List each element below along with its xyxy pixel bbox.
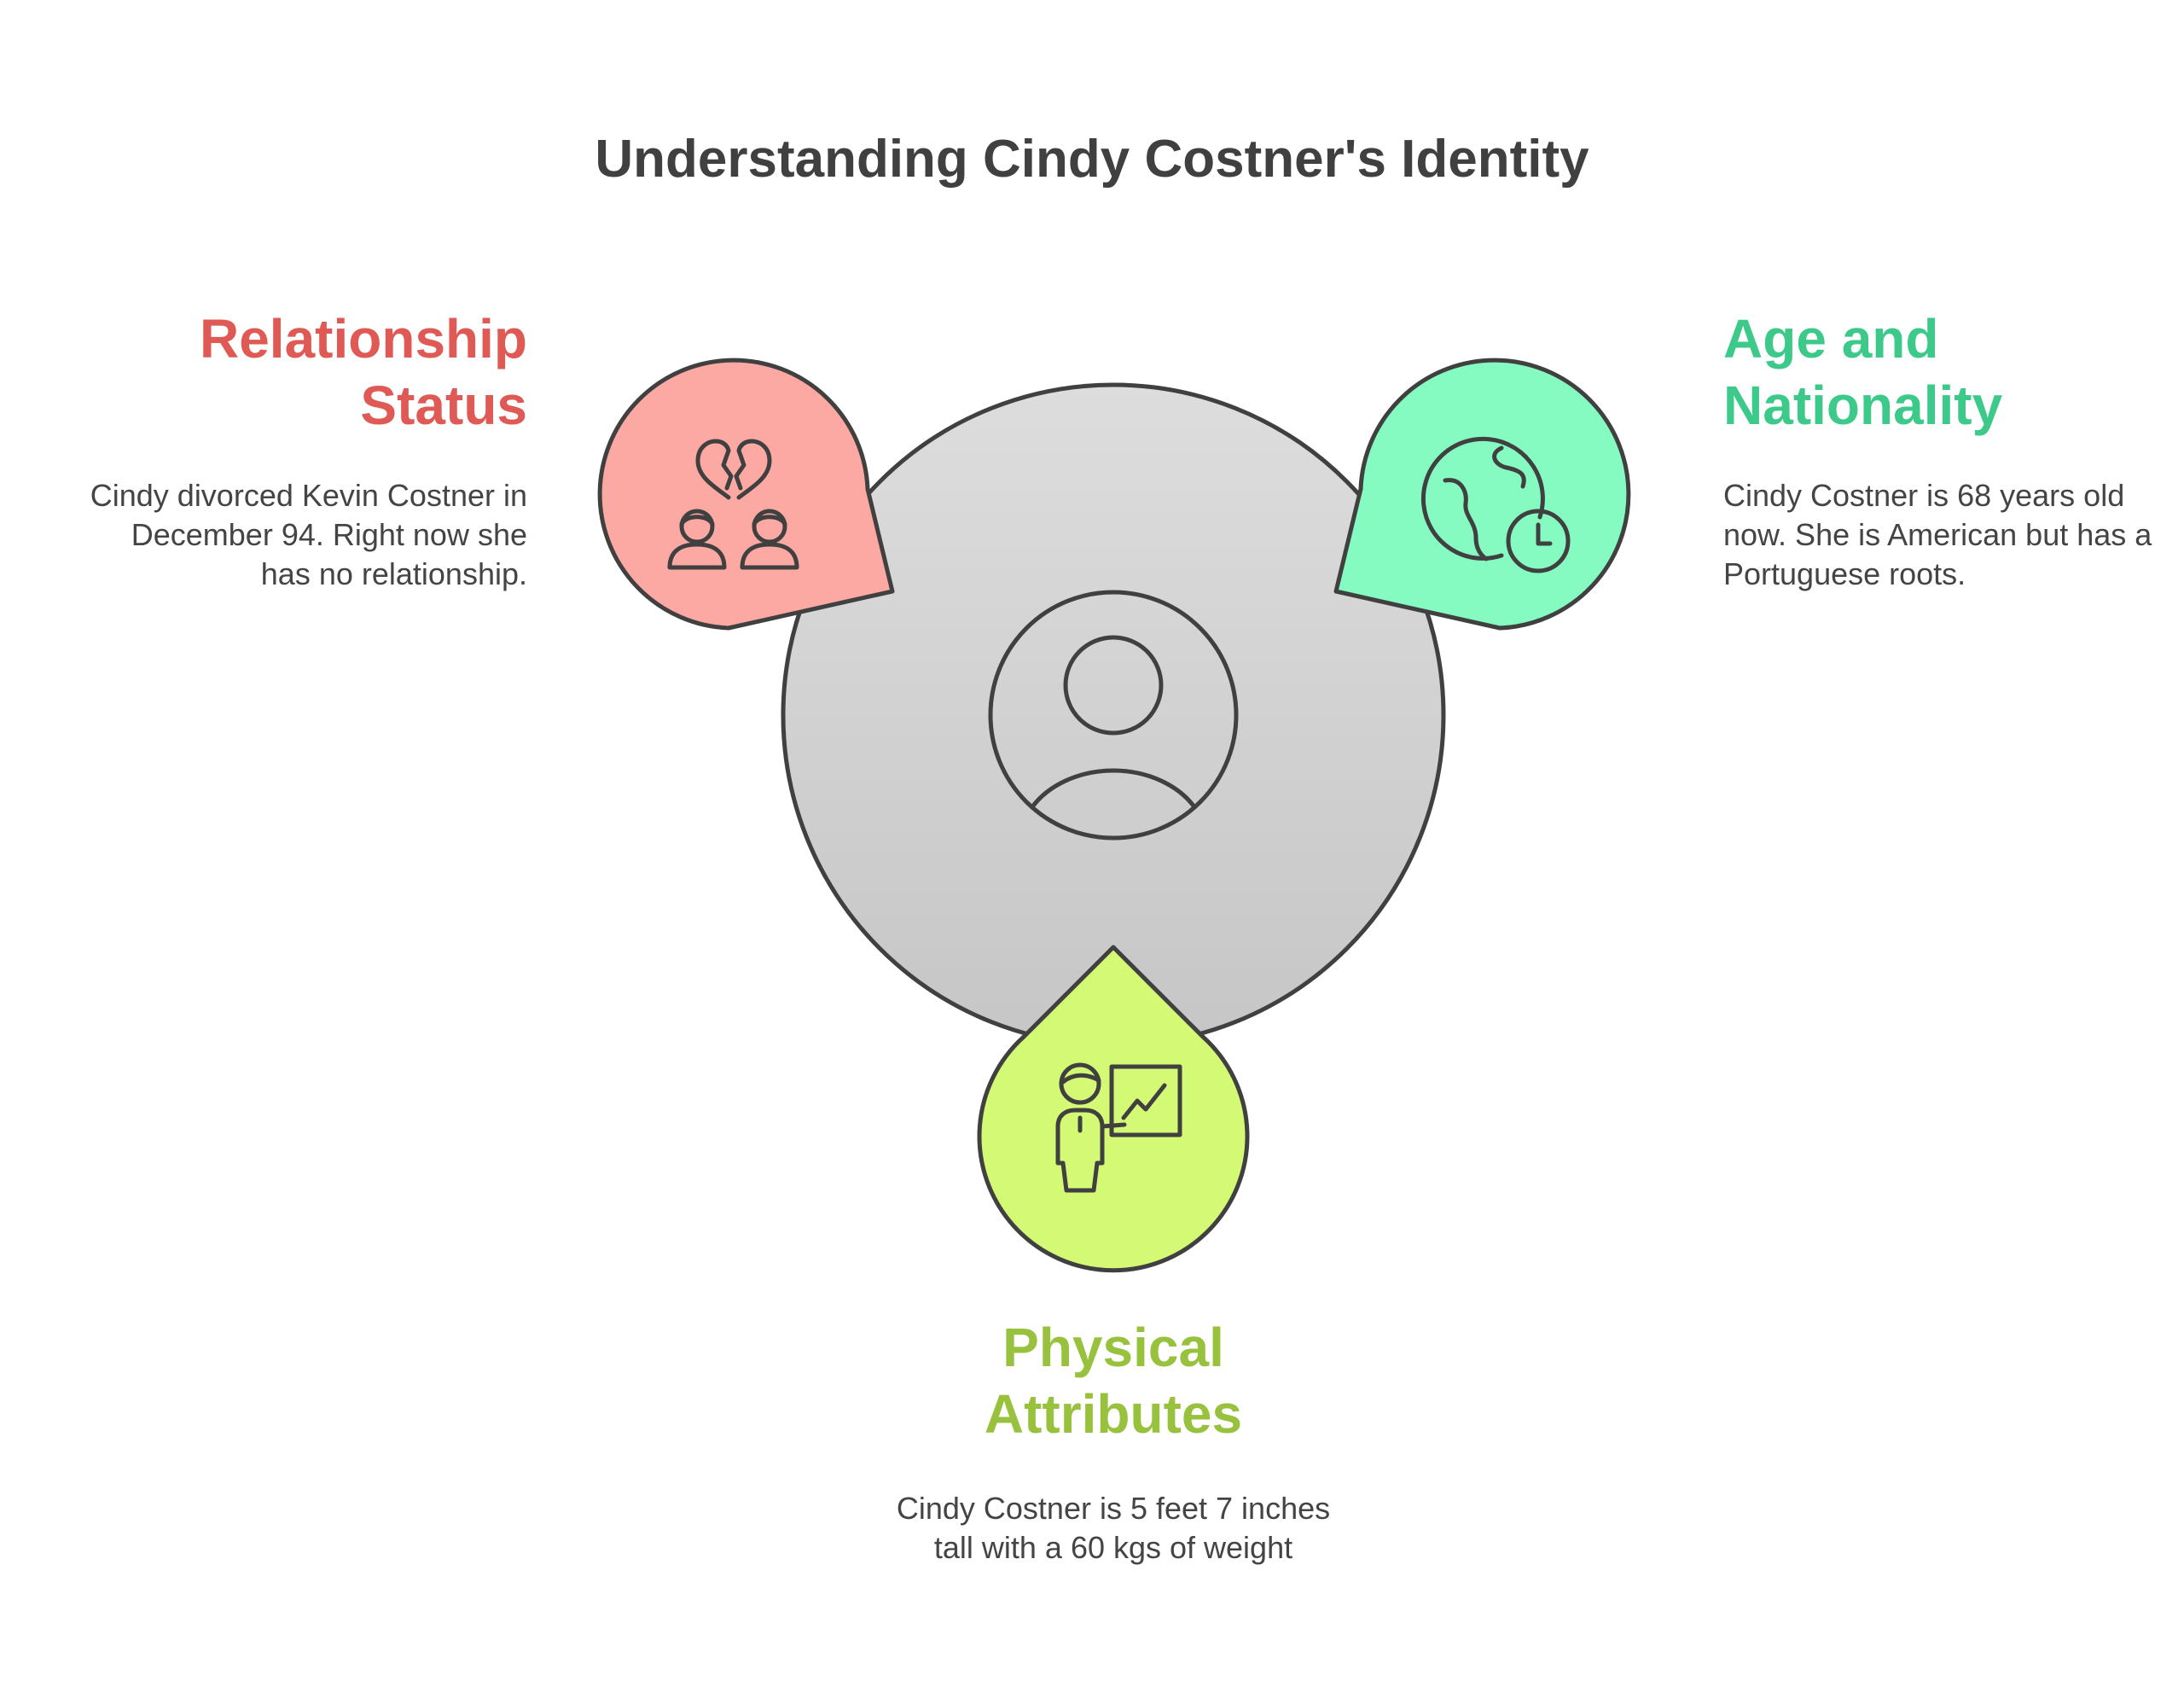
broken-heart-couple-icon [667,439,799,570]
age-heading: Age and Nationality [1723,305,2002,439]
relationship-heading-line-2: Status [360,375,527,436]
user-icon [988,590,1239,841]
diagram-title: Understanding Cindy Costner's Identity [595,130,1589,189]
relationship-heading-line-1: Relationship [199,308,527,369]
physical-description-line-1: Cindy Costner is 5 feet 7 inches [896,1491,1331,1526]
presenter-chart-icon [1055,1062,1182,1193]
relationship-heading: Relationship Status [200,305,527,439]
relationship-description-line-3: has no relationship. [260,556,527,591]
age-heading-line-1: Age and [1723,308,1939,369]
physical-description-line-2: tall with a 60 kgs of weight [933,1530,1293,1565]
relationship-description: Cindy divorced Kevin Costner in December… [90,476,527,594]
physical-heading-line-1: Physical [1002,1317,1224,1378]
age-description-line-3: Portuguese roots. [1723,556,1966,591]
relationship-description-line-2: December 94. Right now she [131,517,527,552]
age-description-line-2: now. She is American but has a [1723,517,2152,552]
physical-description: Cindy Costner is 5 feet 7 inches tall wi… [772,1489,1455,1568]
relationship-description-line-1: Cindy divorced Kevin Costner in [90,478,527,513]
globe-clock-icon [1420,436,1571,573]
age-description-line-1: Cindy Costner is 68 years old [1723,478,2125,513]
age-teardrop [1333,358,1631,631]
age-heading-line-2: Nationality [1723,375,2003,436]
age-description: Cindy Costner is 68 years old now. She i… [1723,476,2152,594]
physical-heading: Physical Attributes [857,1314,1369,1447]
physical-heading-line-2: Attributes [984,1383,1243,1445]
